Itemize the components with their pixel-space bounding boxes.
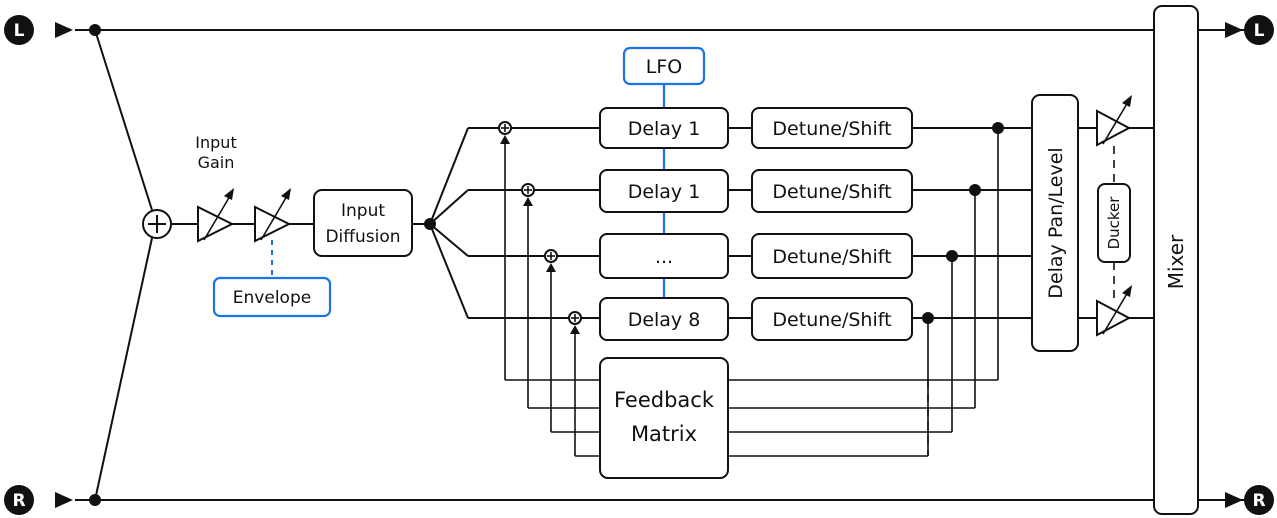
delay-label-4: Delay 8: [628, 309, 701, 331]
input-sum-node: [142, 209, 172, 239]
feedback-matrix-box: [599, 357, 729, 479]
detune-label-3: Detune/Shift: [772, 246, 891, 268]
mixer-label: Mixer: [1164, 234, 1188, 289]
left-input-badge: L: [4, 15, 73, 45]
right-output-badge: R: [1225, 485, 1274, 515]
feedback-sends: [728, 128, 999, 457]
output-amp-top-icon: [1096, 95, 1132, 147]
feedback-returns: [500, 135, 600, 457]
output-amp-bottom-icon: [1096, 285, 1132, 337]
delay-label-3: ...: [655, 246, 673, 268]
mixer-box: [1153, 5, 1199, 515]
ducker-box: [1097, 183, 1131, 263]
feedback-matrix-label-2: Matrix: [631, 422, 697, 446]
fan-line-4: [429, 223, 469, 319]
svg-text:L: L: [1254, 21, 1265, 41]
fan-line-3: [429, 223, 469, 257]
envelope-label: Envelope: [233, 288, 311, 308]
delay-pan-level-label: Delay Pan/Level: [1045, 147, 1067, 298]
envelope-box: [212, 276, 332, 318]
detune-label-2: Detune/Shift: [772, 181, 891, 203]
delay-label-1: Delay 1: [628, 118, 701, 140]
feedback-sum-3: [544, 249, 558, 263]
delay-label-2: Delay 1: [628, 181, 701, 203]
input-diffusion-label-2: Diffusion: [325, 227, 400, 247]
feedback-matrix-label-1: Feedback: [614, 388, 715, 412]
fan-line-1: [429, 127, 469, 225]
envelope-amp-icon: [254, 188, 292, 243]
lfo-label: LFO: [646, 56, 682, 78]
input-gain-amp-icon: [197, 188, 235, 243]
svg-text:L: L: [14, 21, 25, 41]
right-input-badge: R: [4, 485, 73, 515]
left-tap-wire: [94, 29, 153, 211]
left-output-badge: L: [1225, 15, 1274, 45]
feedback-sum-4: [568, 311, 582, 325]
input-gain-label-2: Gain: [198, 153, 235, 172]
feedback-sum-2: [521, 183, 535, 197]
input-gain-label-1: Input: [195, 133, 236, 152]
svg-text:R: R: [1252, 491, 1265, 511]
right-tap-wire: [94, 237, 153, 501]
input-diffusion-label-1: Input: [341, 201, 385, 221]
svg-text:R: R: [12, 491, 25, 511]
ducker-label: Ducker: [1105, 196, 1123, 250]
detune-label-4: Detune/Shift: [772, 309, 891, 331]
delay-pan-level-box: [1031, 94, 1079, 352]
fan-line-2: [429, 189, 469, 225]
detune-label-1: Detune/Shift: [772, 118, 891, 140]
feedback-sum-1: [498, 121, 512, 135]
